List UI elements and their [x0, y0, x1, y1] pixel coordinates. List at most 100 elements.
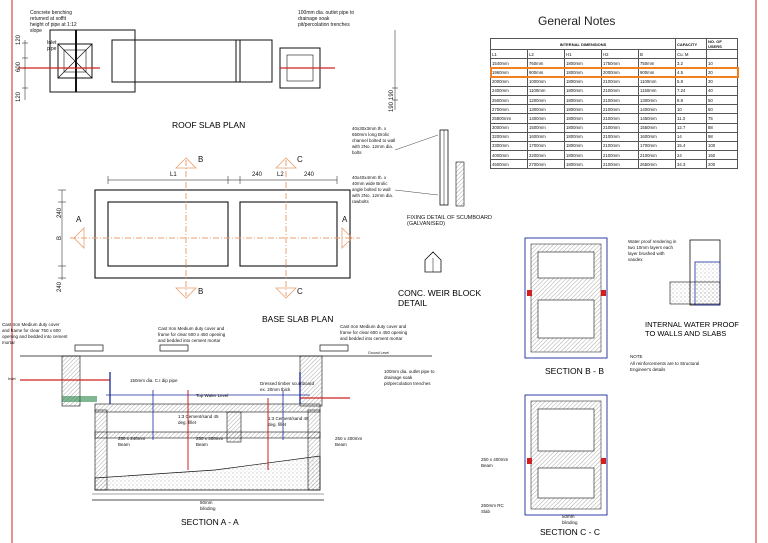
dim-190-b: 190 [389, 101, 395, 112]
column-header: Cu. M [675, 48, 707, 60]
table-cell: 24 [675, 150, 707, 161]
column-header: H1 [564, 48, 602, 60]
table-cell: 4500mm [490, 159, 528, 170]
table-cell: 4000mm [490, 150, 528, 161]
note-cover-right: Cast Iron Medium duty cover and frame fo… [340, 324, 408, 341]
table-cell: 1800mm [564, 104, 602, 115]
table-cell: 1800mm [564, 140, 602, 152]
table-cell: 2000mm [490, 76, 528, 87]
section-cc-title: SECTION C - C [540, 527, 600, 537]
table-cell: 75 [706, 113, 738, 124]
section-mark-c-bottom: C [297, 287, 303, 296]
table-cell: 2100mm [601, 122, 639, 133]
note-inlet-pipe: Inlet pipe [47, 40, 57, 52]
dim-l1: L1 [170, 172, 177, 178]
table-cell: 1100mm [638, 76, 676, 87]
table-group-header-row: INTERNAL DIMENSIONS CAPACITY NO. OF USER… [490, 38, 738, 50]
table-cell: 1960mm [490, 67, 528, 78]
section-bb [524, 237, 608, 359]
table-cell: 2000mm [601, 67, 639, 78]
group-header: INTERNAL DIMENSIONS [490, 38, 676, 50]
column-header [706, 48, 738, 60]
table-cell: 2100mm [601, 150, 639, 161]
table-cell: 34.3 [675, 159, 707, 170]
dim-240-mid: 240 [252, 172, 263, 178]
section-bb-title: SECTION B - B [545, 366, 605, 376]
table-cell: 2700mm [527, 159, 565, 170]
note-beam-left: 250 x 240mm Beam [118, 436, 146, 447]
scumboard-detail [394, 129, 465, 207]
table-cell: 2100mm [601, 113, 639, 124]
capacity-header: CAPACITY [675, 38, 707, 50]
roof-slab-plan [18, 29, 398, 110]
section-mark-c-top: C [297, 155, 303, 164]
table-cell: 60 [706, 104, 738, 115]
note-dressed-timber: Dressed timber scumboard ex. 20mm thick [260, 381, 315, 392]
column-header: H2 [601, 48, 639, 60]
note-blinding-aa: 50mm blinding [200, 500, 216, 511]
table-cell: 25800mm [490, 113, 528, 124]
table-cell: 1800mm [564, 94, 602, 106]
dim-120-top: 120 [16, 34, 22, 45]
table-cell: 14 [675, 131, 707, 142]
capacity-schedule-table: INTERNAL DIMENSIONS CAPACITY NO. OF USER… [489, 38, 739, 170]
note-title: NOTE [630, 354, 643, 359]
note-waterproof-rendering: Water proof rendering in two 10mm layers… [628, 239, 677, 262]
note-beam-cc: 250 x 400mm Beam [481, 457, 509, 468]
table-cell: 2650mm [638, 159, 676, 170]
table-cell: 1500mm [527, 122, 565, 133]
waterproof-title: INTERNAL WATER PROOF TO WALLS AND SLABS [645, 320, 739, 338]
note-outlet-pipe-section: 100mm dia. outlet pipe to drainage soak … [384, 369, 435, 386]
note-tee-pipe: 150mm dia. C.I dip pipe [130, 378, 178, 383]
table-cell: 200 [706, 159, 738, 170]
table-cell: 1540mm [490, 58, 528, 69]
table-cell: 1800mm [564, 67, 602, 78]
table-cell: 1200mm [527, 94, 565, 106]
table-cell: 2100mm [601, 94, 639, 106]
note-cover-mid: Cast Iron Medium duty cover and frame fo… [158, 326, 226, 343]
table-cell: 1450mm [638, 113, 676, 124]
note-cement-sand-right: 1:3 Cement/sand 45 deg. fillet [268, 416, 309, 427]
section-mark-a-right: A [342, 215, 348, 224]
dim-240-left-top: 240 [57, 207, 63, 218]
table-cell: 1800mm [564, 150, 602, 161]
table-cell: 3200mm [490, 131, 528, 142]
table-cell: 2100mm [601, 159, 639, 170]
table-cell: 1000mm [527, 76, 565, 87]
note-top-water: Top Water Level [196, 393, 229, 398]
waterproof-detail [669, 239, 721, 306]
weir-block-detail [424, 251, 442, 273]
section-mark-b-top: B [198, 155, 204, 164]
table-cell: 7.24 [675, 85, 707, 96]
table-cell: 10 [706, 58, 738, 69]
table-cell: 50 [706, 94, 738, 106]
note-concrete-benching: Concrete benching returned at soffit hei… [30, 10, 77, 34]
column-header: B [638, 48, 676, 60]
table-cell: 2100mm [601, 131, 639, 142]
table-cell: 1100mm [527, 85, 565, 96]
note-cover-left: Cast Iron Medium duty cover and frame fo… [2, 322, 68, 345]
table-cell: 1800mm [564, 122, 602, 133]
table-cell: 1800mm [564, 58, 602, 69]
table-cell: 1800mm [564, 85, 602, 96]
table-cell: 4.5 [675, 67, 707, 78]
base-slab-plan [58, 157, 360, 299]
table-cell: 1600mm [638, 131, 676, 142]
table-cell: 12.7 [675, 122, 707, 133]
table-cell: 2100mm [601, 76, 639, 87]
table-cell: 2100mm [601, 85, 639, 96]
table-cell: 98 [706, 131, 738, 142]
dim-b: B [57, 235, 63, 240]
note-inlet: Inlet [8, 376, 16, 381]
table-cell: 3.2 [675, 58, 707, 69]
table-cell: 1150mm [638, 85, 676, 96]
